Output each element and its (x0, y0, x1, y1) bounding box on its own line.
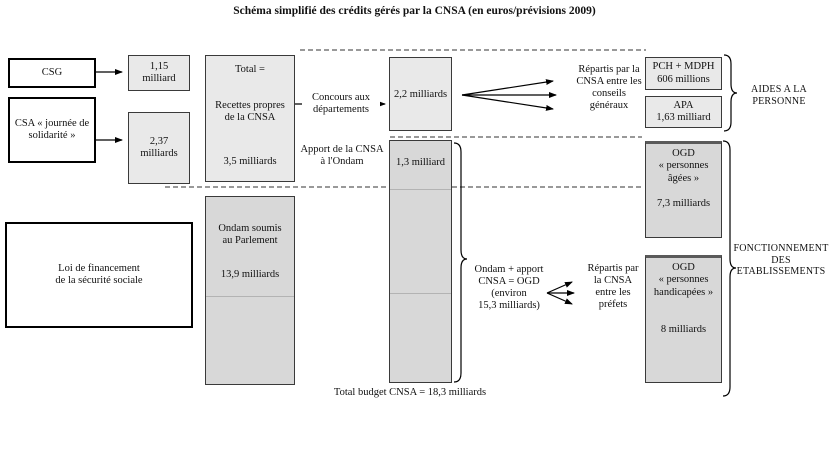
node-csa: CSA « journée de solidarité » (8, 97, 96, 163)
node-ogd-handicapees-amount: 8 milliards (660, 324, 707, 335)
node-concours-amount: 2,2 milliards (389, 57, 452, 131)
label-repartis-prefets: Répartis par la CNSA entre les préfets (587, 263, 639, 311)
label-repartis-conseils: Répartis par la CNSA entre les conseils … (576, 64, 642, 112)
arrow-fan1-top (461, 79, 554, 96)
node-csa-label: CSA « journée de solidarité » (14, 117, 90, 141)
recettes-name: Recettes propres de la CNSA (215, 100, 285, 124)
node-csg-amount: 1,15 milliard (128, 55, 190, 91)
brace-ondam-apport (453, 142, 468, 383)
label-fonctionnement: FONCTIONNEMENT DES ETABLISSEMENTS (733, 243, 829, 277)
node-pch-mdph-label: PCH + MDPH 606 millions (652, 61, 715, 85)
node-csg-label: CSG (41, 66, 63, 78)
node-apport-amount-label: 1,3 milliard (396, 157, 445, 168)
node-csa-amount: 2,37 milliards (128, 112, 190, 184)
node-budget-column: 1,3 milliard (389, 140, 452, 383)
node-loi-financement: Loi de financement de la sécurité social… (5, 222, 193, 328)
node-concours-amount-label: 2,2 milliards (393, 88, 448, 100)
budget-column-divider-1 (390, 189, 451, 190)
node-ogd-agees-amount: 7,3 milliards (656, 198, 711, 209)
label-ondam-apport: Ondam + apport CNSA = OGD (environ 15,3 … (474, 264, 544, 312)
node-loi-label: Loi de financement de la sécurité social… (55, 262, 143, 286)
node-ogd-handicapees-label: OGD « personnes handicapées » (653, 262, 714, 298)
ondam-divider (206, 296, 294, 297)
label-concours: Concours aux départements (302, 92, 380, 117)
label-total-budget: Total budget CNSA = 18,3 milliards (333, 387, 487, 398)
label-apport: Apport de la CNSA à l'Ondam (295, 144, 389, 169)
arrow-fan2-top (546, 281, 573, 294)
node-csa-amount-label: 2,37 milliards (140, 135, 178, 159)
node-ondam-parlement: Ondam soumis au Parlement 13,9 milliards (205, 196, 295, 385)
node-pch-mdph: PCH + MDPH 606 millions (645, 57, 722, 90)
diagram-title: Schéma simplifié des crédits gérés par l… (233, 5, 596, 17)
arrow-fan2-bottom (546, 292, 573, 305)
recettes-amount: 3,5 milliards (223, 156, 277, 167)
node-ogd-handicapees: OGD « personnes handicapées » 8 milliard… (645, 255, 722, 383)
node-ogd-agees: OGD « personnes âgées » 7,3 milliards (645, 141, 722, 238)
label-aides-personne: AIDES A LA PERSONNE (751, 84, 807, 107)
node-csg: CSG (8, 58, 96, 88)
budget-column-divider-2 (390, 293, 451, 294)
arrow-fan1-bottom (461, 94, 554, 111)
node-apa: APA 1,63 milliard (645, 96, 722, 128)
node-recettes-propres: Total = Recettes propres de la CNSA 3,5 … (205, 55, 295, 182)
recettes-total-label: Total = (235, 64, 265, 75)
ondam-name: Ondam soumis au Parlement (218, 223, 282, 247)
node-apa-label: APA 1,63 milliard (656, 99, 711, 123)
brace-aides-personne (723, 54, 738, 132)
ondam-amount: 13,9 milliards (220, 269, 280, 280)
node-csg-amount-label: 1,15 milliard (142, 60, 176, 84)
node-ogd-agees-label: OGD « personnes âgées » (658, 148, 709, 184)
